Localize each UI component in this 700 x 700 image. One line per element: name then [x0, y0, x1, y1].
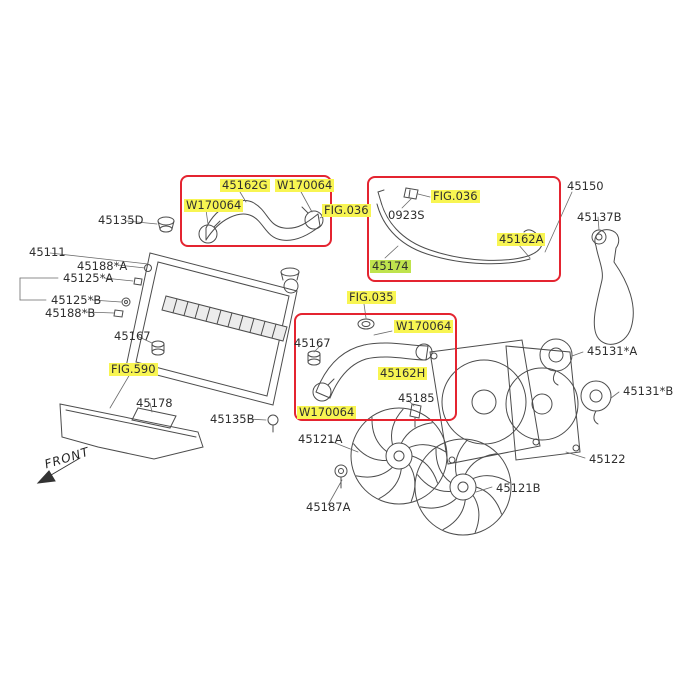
part-label-45188A[interactable]: 45188*A [77, 259, 128, 273]
part-label-45167-mid[interactable]: 45167 [294, 336, 331, 350]
callout-box-reservoir-hose [367, 176, 561, 282]
part-label-45111[interactable]: 45111 [29, 245, 66, 259]
part-label-45150[interactable]: 45150 [567, 179, 604, 193]
part-label-45174[interactable]: 45174 [370, 259, 411, 274]
part-label-45162H[interactable]: 45162H [378, 366, 428, 381]
part-label-45167-left[interactable]: 45167 [114, 329, 151, 343]
air-guide-strip-drawing [59, 403, 204, 460]
bolt-drawing [334, 464, 348, 489]
part-label-w170064-3[interactable]: W170064 [394, 319, 454, 334]
part-label-w170064-2[interactable]: W170064 [184, 198, 244, 213]
part-label-w170064-4[interactable]: W170064 [297, 405, 357, 420]
fig-label-036-2[interactable]: FIG.036 [431, 189, 480, 204]
part-label-45188B[interactable]: 45188*B [45, 306, 96, 320]
fan-motor-drawings [539, 338, 612, 425]
reservoir-hose-drawing [376, 187, 543, 265]
radiator-cap-drawing [157, 216, 175, 233]
front-arrow-icon [36, 457, 81, 484]
part-label-45121A[interactable]: 45121A [298, 432, 343, 446]
part-label-45131B[interactable]: 45131*B [623, 384, 674, 398]
part-label-45162G[interactable]: 45162G [220, 178, 270, 193]
part-label-45125B[interactable]: 45125*B [51, 293, 102, 307]
fig-label-036-1[interactable]: FIG.036 [322, 203, 371, 218]
part-label-45131A[interactable]: 45131*A [587, 344, 638, 358]
fan-1-drawing [350, 407, 448, 505]
part-label-45162A[interactable]: 45162A [497, 232, 546, 247]
mount-cushion-drawings [151, 340, 321, 366]
callout-box-lower-radiator-hose [294, 313, 457, 421]
fig-label-590[interactable]: FIG.590 [109, 362, 158, 377]
leader-lines [19, 189, 620, 506]
part-label-45187A[interactable]: 45187A [306, 500, 351, 514]
part-label-45122[interactable]: 45122 [589, 452, 626, 466]
part-label-45135D[interactable]: 45135D [98, 213, 144, 227]
fig-label-035[interactable]: FIG.035 [347, 290, 396, 305]
part-label-45121B[interactable]: 45121B [496, 481, 541, 495]
part-label-45135B[interactable]: 45135B [210, 412, 255, 426]
part-label-0923S[interactable]: 0923S [388, 208, 425, 222]
part-label-45185[interactable]: 45185 [398, 391, 435, 405]
upper-radiator-hose-drawing [198, 200, 324, 244]
radiator-bracket-parts-drawing [113, 264, 152, 318]
part-label-45178[interactable]: 45178 [136, 396, 173, 410]
drain-plug-drawing [267, 414, 279, 433]
part-label-45137B[interactable]: 45137B [577, 210, 622, 224]
part-label-w170064-1[interactable]: W170064 [275, 178, 335, 193]
part-label-45125A[interactable]: 45125*A [63, 271, 114, 285]
radiator-drawing [125, 252, 300, 406]
lower-radiator-hose-drawing [312, 318, 433, 402]
reservoir-tank-drawing [591, 229, 634, 345]
